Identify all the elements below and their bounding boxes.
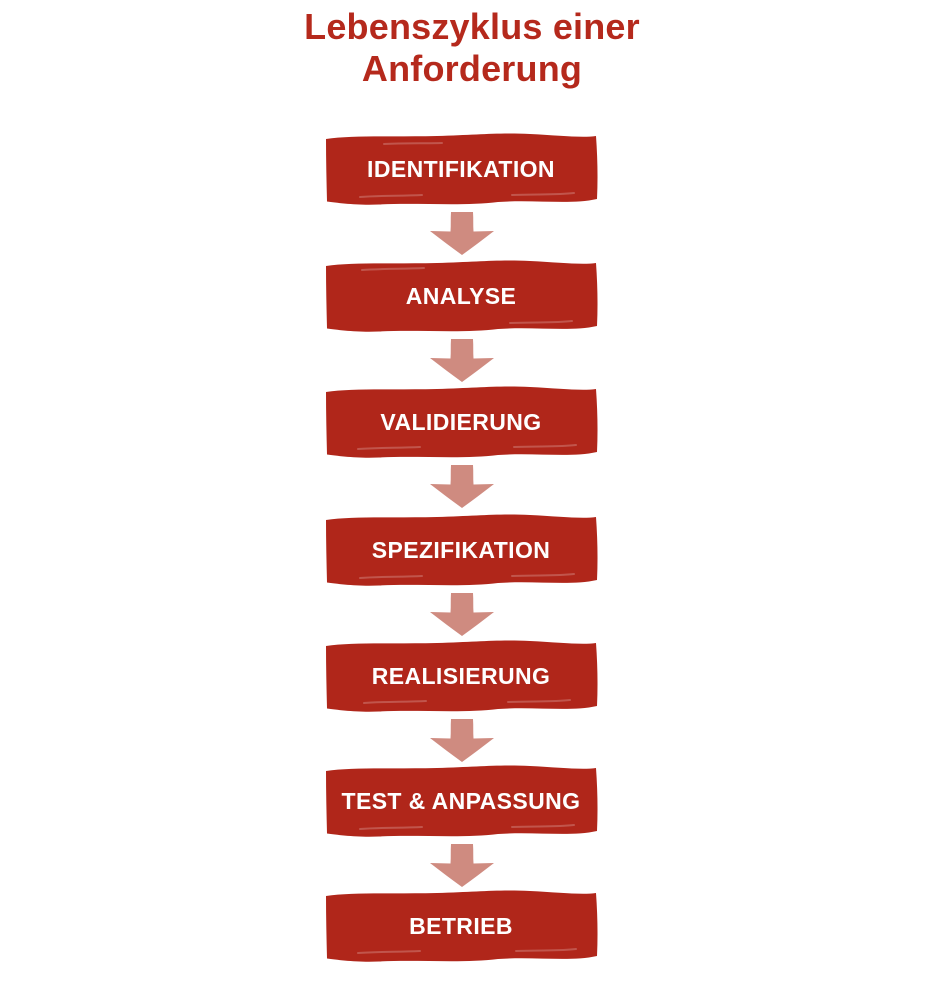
- arrow-down-icon: [427, 719, 497, 763]
- step-label: VALIDIERUNG: [380, 409, 542, 435]
- page-title-line-1: Lebenszyklus einer: [304, 6, 640, 47]
- step-label: IDENTIFIKATION: [367, 156, 555, 182]
- arrow-down-icon: [427, 339, 497, 383]
- down-block-arrow-shape: [430, 844, 494, 887]
- step-box-betrieb: BETRIEB: [322, 888, 600, 967]
- step-label: BETRIEB: [409, 913, 513, 939]
- sketched-box-shape: [326, 765, 598, 837]
- down-block-arrow-shape: [430, 593, 494, 636]
- down-block-arrow-shape: [430, 212, 494, 255]
- arrow-down-icon: [427, 465, 497, 509]
- down-block-arrow-shape: [430, 719, 494, 762]
- sketched-box-shape: [326, 890, 598, 962]
- sketched-box-shape: [326, 514, 598, 586]
- sketched-box-shape: [326, 133, 598, 205]
- step-box-identifikation: IDENTIFIKATION: [322, 131, 600, 210]
- step-label: TEST & ANPASSUNG: [341, 788, 581, 814]
- sketched-box-shape: [326, 260, 598, 332]
- step-box-realisierung: REALISIERUNG: [322, 638, 600, 717]
- step-box-validierung: VALIDIERUNG: [322, 384, 600, 463]
- sketched-box-shape: [326, 640, 598, 712]
- down-block-arrow-shape: [430, 339, 494, 382]
- step-box-test-anpassung: TEST & ANPASSUNG: [322, 763, 600, 842]
- arrow-down-icon: [427, 844, 497, 888]
- page-title: Lebenszyklus einer Anforderung: [0, 6, 944, 90]
- step-box-spezifikation: SPEZIFIKATION: [322, 512, 600, 591]
- step-label: SPEZIFIKATION: [371, 537, 551, 563]
- sketched-box-shape: [326, 386, 598, 458]
- step-label: REALISIERUNG: [371, 663, 551, 689]
- page-title-line-2: Anforderung: [361, 48, 583, 89]
- step-label: ANALYSE: [405, 283, 517, 309]
- down-block-arrow-shape: [430, 465, 494, 508]
- arrow-down-icon: [427, 212, 497, 256]
- step-box-analyse: ANALYSE: [322, 258, 600, 337]
- arrow-down-icon: [427, 593, 497, 637]
